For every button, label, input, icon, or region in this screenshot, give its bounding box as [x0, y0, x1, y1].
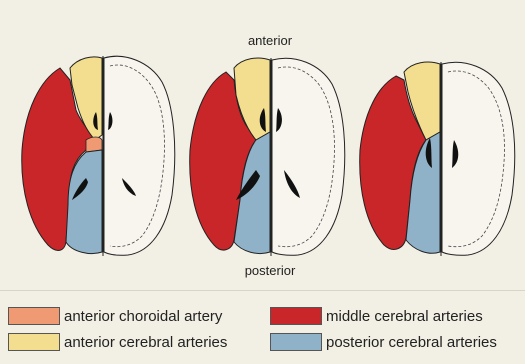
legend-swatch	[270, 307, 322, 325]
legend-swatch	[8, 333, 60, 351]
legend-divider	[0, 290, 525, 291]
legend-label: anterior cerebral arteries	[64, 334, 227, 351]
legend-item-middle-cerebral: middle cerebral arteries	[270, 307, 483, 325]
legend-label: posterior cerebral arteries	[326, 334, 497, 351]
posterior-label: posterior	[210, 263, 330, 278]
legend-item-posterior-cerebral: posterior cerebral arteries	[270, 333, 497, 351]
legend-swatch	[8, 307, 60, 325]
anterior-label: anterior	[210, 33, 330, 48]
legend-item-anterior-cerebral: anterior cerebral arteries	[8, 333, 227, 351]
legend-item-anterior-choroidal: anterior choroidal artery	[8, 307, 222, 325]
anterior-choroidal-territory-1	[86, 137, 102, 152]
brain-section-1	[22, 56, 175, 256]
legend-label: anterior choroidal artery	[64, 308, 222, 325]
brain-section-2	[190, 58, 345, 256]
right-hemisphere-2	[272, 58, 345, 255]
legend-swatch	[270, 333, 322, 351]
legend-label: middle cerebral arteries	[326, 308, 483, 325]
brain-section-3	[360, 62, 515, 256]
